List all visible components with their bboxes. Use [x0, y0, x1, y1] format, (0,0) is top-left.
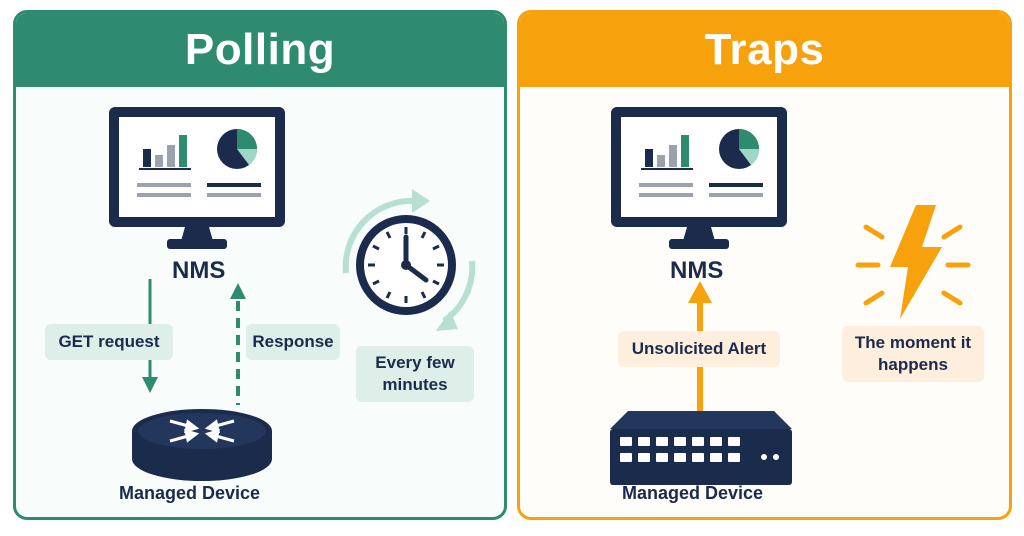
polling-header: Polling: [16, 13, 504, 87]
clock-cycle-icon: [342, 189, 476, 331]
computer-monitor-icon: [109, 107, 285, 249]
moment-label: The moment it happens: [842, 326, 984, 382]
network-switch-icon: [610, 411, 792, 485]
traps-panel: Traps NMS Unsolicited Alert: [517, 10, 1012, 520]
router-icon: [132, 409, 272, 481]
polling-nms-label: NMS: [172, 257, 226, 284]
traps-title: Traps: [704, 25, 825, 74]
traps-header: Traps: [520, 13, 1009, 87]
traps-nms-label: NMS: [670, 257, 724, 284]
polling-device-label: Managed Device: [119, 483, 261, 503]
alert-label: Unsolicited Alert: [618, 331, 780, 367]
response-arrow: [230, 283, 246, 405]
get-request-label: GET request: [45, 324, 173, 360]
interval-label: Every few minutes: [356, 346, 474, 402]
polling-panel: Polling NMS GET request Response: [13, 10, 507, 520]
response-label: Response: [246, 324, 340, 360]
computer-monitor-icon: [611, 107, 787, 249]
polling-title: Polling: [184, 25, 336, 74]
lightning-bolt-icon: [855, 205, 971, 319]
traps-device-label: Managed Device: [622, 483, 764, 503]
